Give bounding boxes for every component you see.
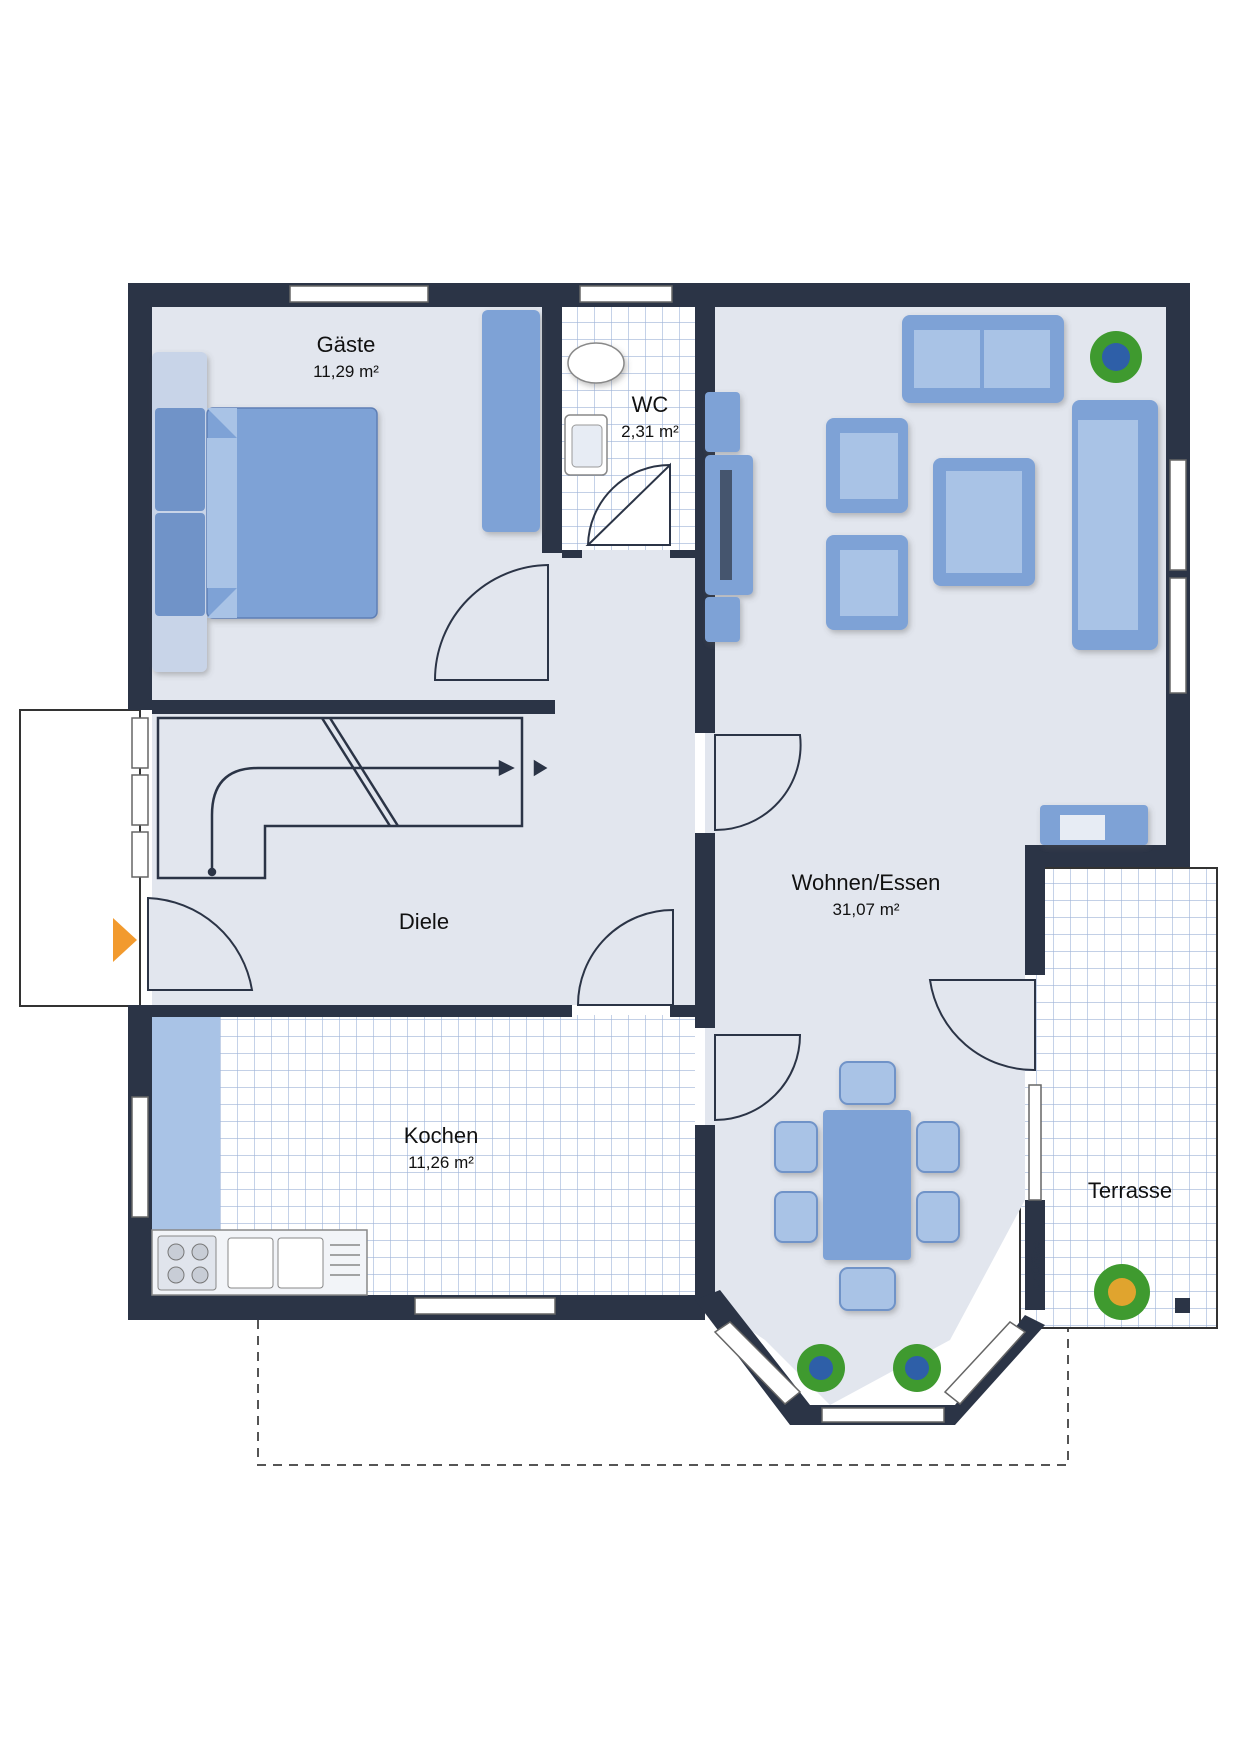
- wc-fixtures: [564, 342, 625, 476]
- entrance-porch: [19, 709, 141, 1007]
- dining-set: [774, 1061, 960, 1311]
- room-area-gaeste: 11,29 m²: [313, 362, 379, 381]
- kitchen-counter: [151, 1229, 368, 1296]
- room-name-wc: WC: [632, 392, 669, 417]
- terrace-floor: [1019, 867, 1218, 1329]
- windows: [131, 285, 1187, 1423]
- room-name-kochen: Kochen: [404, 1123, 479, 1148]
- doors: [147, 462, 1036, 1122]
- guest-wardrobe: [482, 310, 540, 532]
- guest-bed: [152, 352, 378, 672]
- staircase: [156, 716, 548, 880]
- plant-icon: [1094, 1264, 1150, 1320]
- room-name-wohnen: Wohnen/Essen: [792, 870, 941, 895]
- plant-icon: [893, 1344, 941, 1392]
- living-furniture: [705, 315, 1158, 845]
- entrance-arrow-icon: [113, 918, 137, 962]
- room-labels: Gäste 11,29 m² WC 2,31 m² Wohnen/Essen 3…: [313, 332, 1172, 1203]
- room-area-wc: 2,31 m²: [621, 422, 679, 441]
- room-area-kochen: 11,26 m²: [408, 1153, 474, 1172]
- room-name-gaeste: Gäste: [317, 332, 376, 357]
- room-name-terrasse: Terrasse: [1088, 1178, 1172, 1203]
- onoffice-logo: onOffice: [1029, 1241, 1043, 1290]
- room-name-diele: Diele: [399, 909, 449, 934]
- terrace-post: [1175, 1298, 1190, 1313]
- plant-icon: [1090, 331, 1142, 383]
- plant-icon: [797, 1344, 845, 1392]
- room-area-wohnen: 31,07 m²: [832, 900, 899, 919]
